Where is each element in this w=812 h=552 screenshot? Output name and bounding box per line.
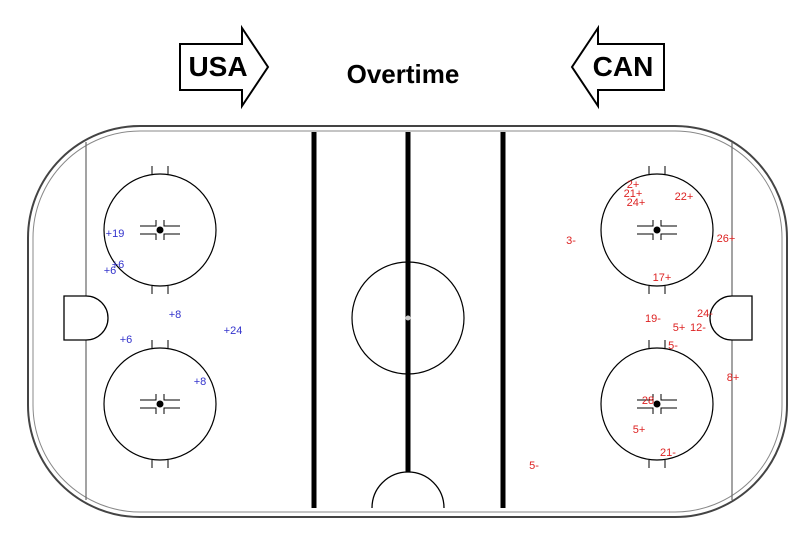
can-shot-mark: 8+	[727, 372, 740, 384]
center-circle	[351, 261, 465, 375]
can-shot-mark: 5+	[633, 424, 646, 436]
usa-shot-mark: +19	[106, 228, 125, 240]
usa-shot-mark: +8	[194, 376, 207, 388]
referee-crease	[371, 471, 445, 509]
can-arrow: CAN	[570, 24, 665, 110]
left-crease	[63, 295, 109, 341]
right-crease	[709, 295, 753, 341]
can-shot-markers: 2+21+24+ 22+ 3- 26+ 17+ 24- 19- 5+ 12- 5- 8+ 28 5+ 21…	[529, 179, 739, 472]
usa-shot-mark: +24	[224, 325, 243, 337]
can-shot-mark: 24-	[697, 308, 713, 320]
left-upper-faceoff-circle	[103, 166, 217, 294]
can-shot-mark: 5-	[529, 460, 539, 472]
faceoff-dot	[653, 400, 661, 408]
faceoff-dot	[156, 226, 164, 234]
usa-label: USA	[188, 51, 247, 82]
can-shot-mark: 26+	[717, 233, 736, 245]
usa-shot-mark: +6	[120, 334, 133, 346]
can-label: CAN	[593, 51, 654, 82]
right-lower-faceoff-circle	[600, 340, 714, 468]
faceoff-dot	[156, 400, 164, 408]
can-shot-mark: 5+	[673, 322, 686, 334]
can-shot-mark: 17+	[653, 272, 672, 284]
can-shot-mark: 21-	[660, 447, 676, 459]
usa-shot-mark: +6	[112, 259, 125, 271]
rink-boards-inner	[32, 130, 783, 513]
usa-shot-markers: +19+6+6+8+6+24+8	[104, 228, 243, 388]
can-shot-mark: 2+	[627, 179, 640, 191]
can-shot-mark: 24+	[627, 197, 646, 209]
can-shot-mark: 5-	[668, 340, 678, 352]
usa-shot-mark: +8	[169, 309, 182, 321]
can-shot-mark: 19-	[645, 313, 661, 325]
can-shot-mark: 28	[642, 395, 654, 407]
can-shot-mark: 3-	[566, 235, 576, 247]
period-title: Overtime	[347, 59, 460, 89]
faceoff-dot	[653, 226, 661, 234]
usa-arrow: USA	[179, 24, 270, 110]
usa-shot-mark: +6	[104, 265, 117, 277]
center-dot	[405, 315, 411, 321]
can-shot-mark: 21+	[624, 188, 643, 200]
right-upper-faceoff-circle	[600, 166, 714, 294]
left-lower-faceoff-circle	[103, 340, 217, 468]
can-shot-mark: 22+	[675, 191, 694, 203]
can-shot-mark: 12-	[690, 322, 706, 334]
